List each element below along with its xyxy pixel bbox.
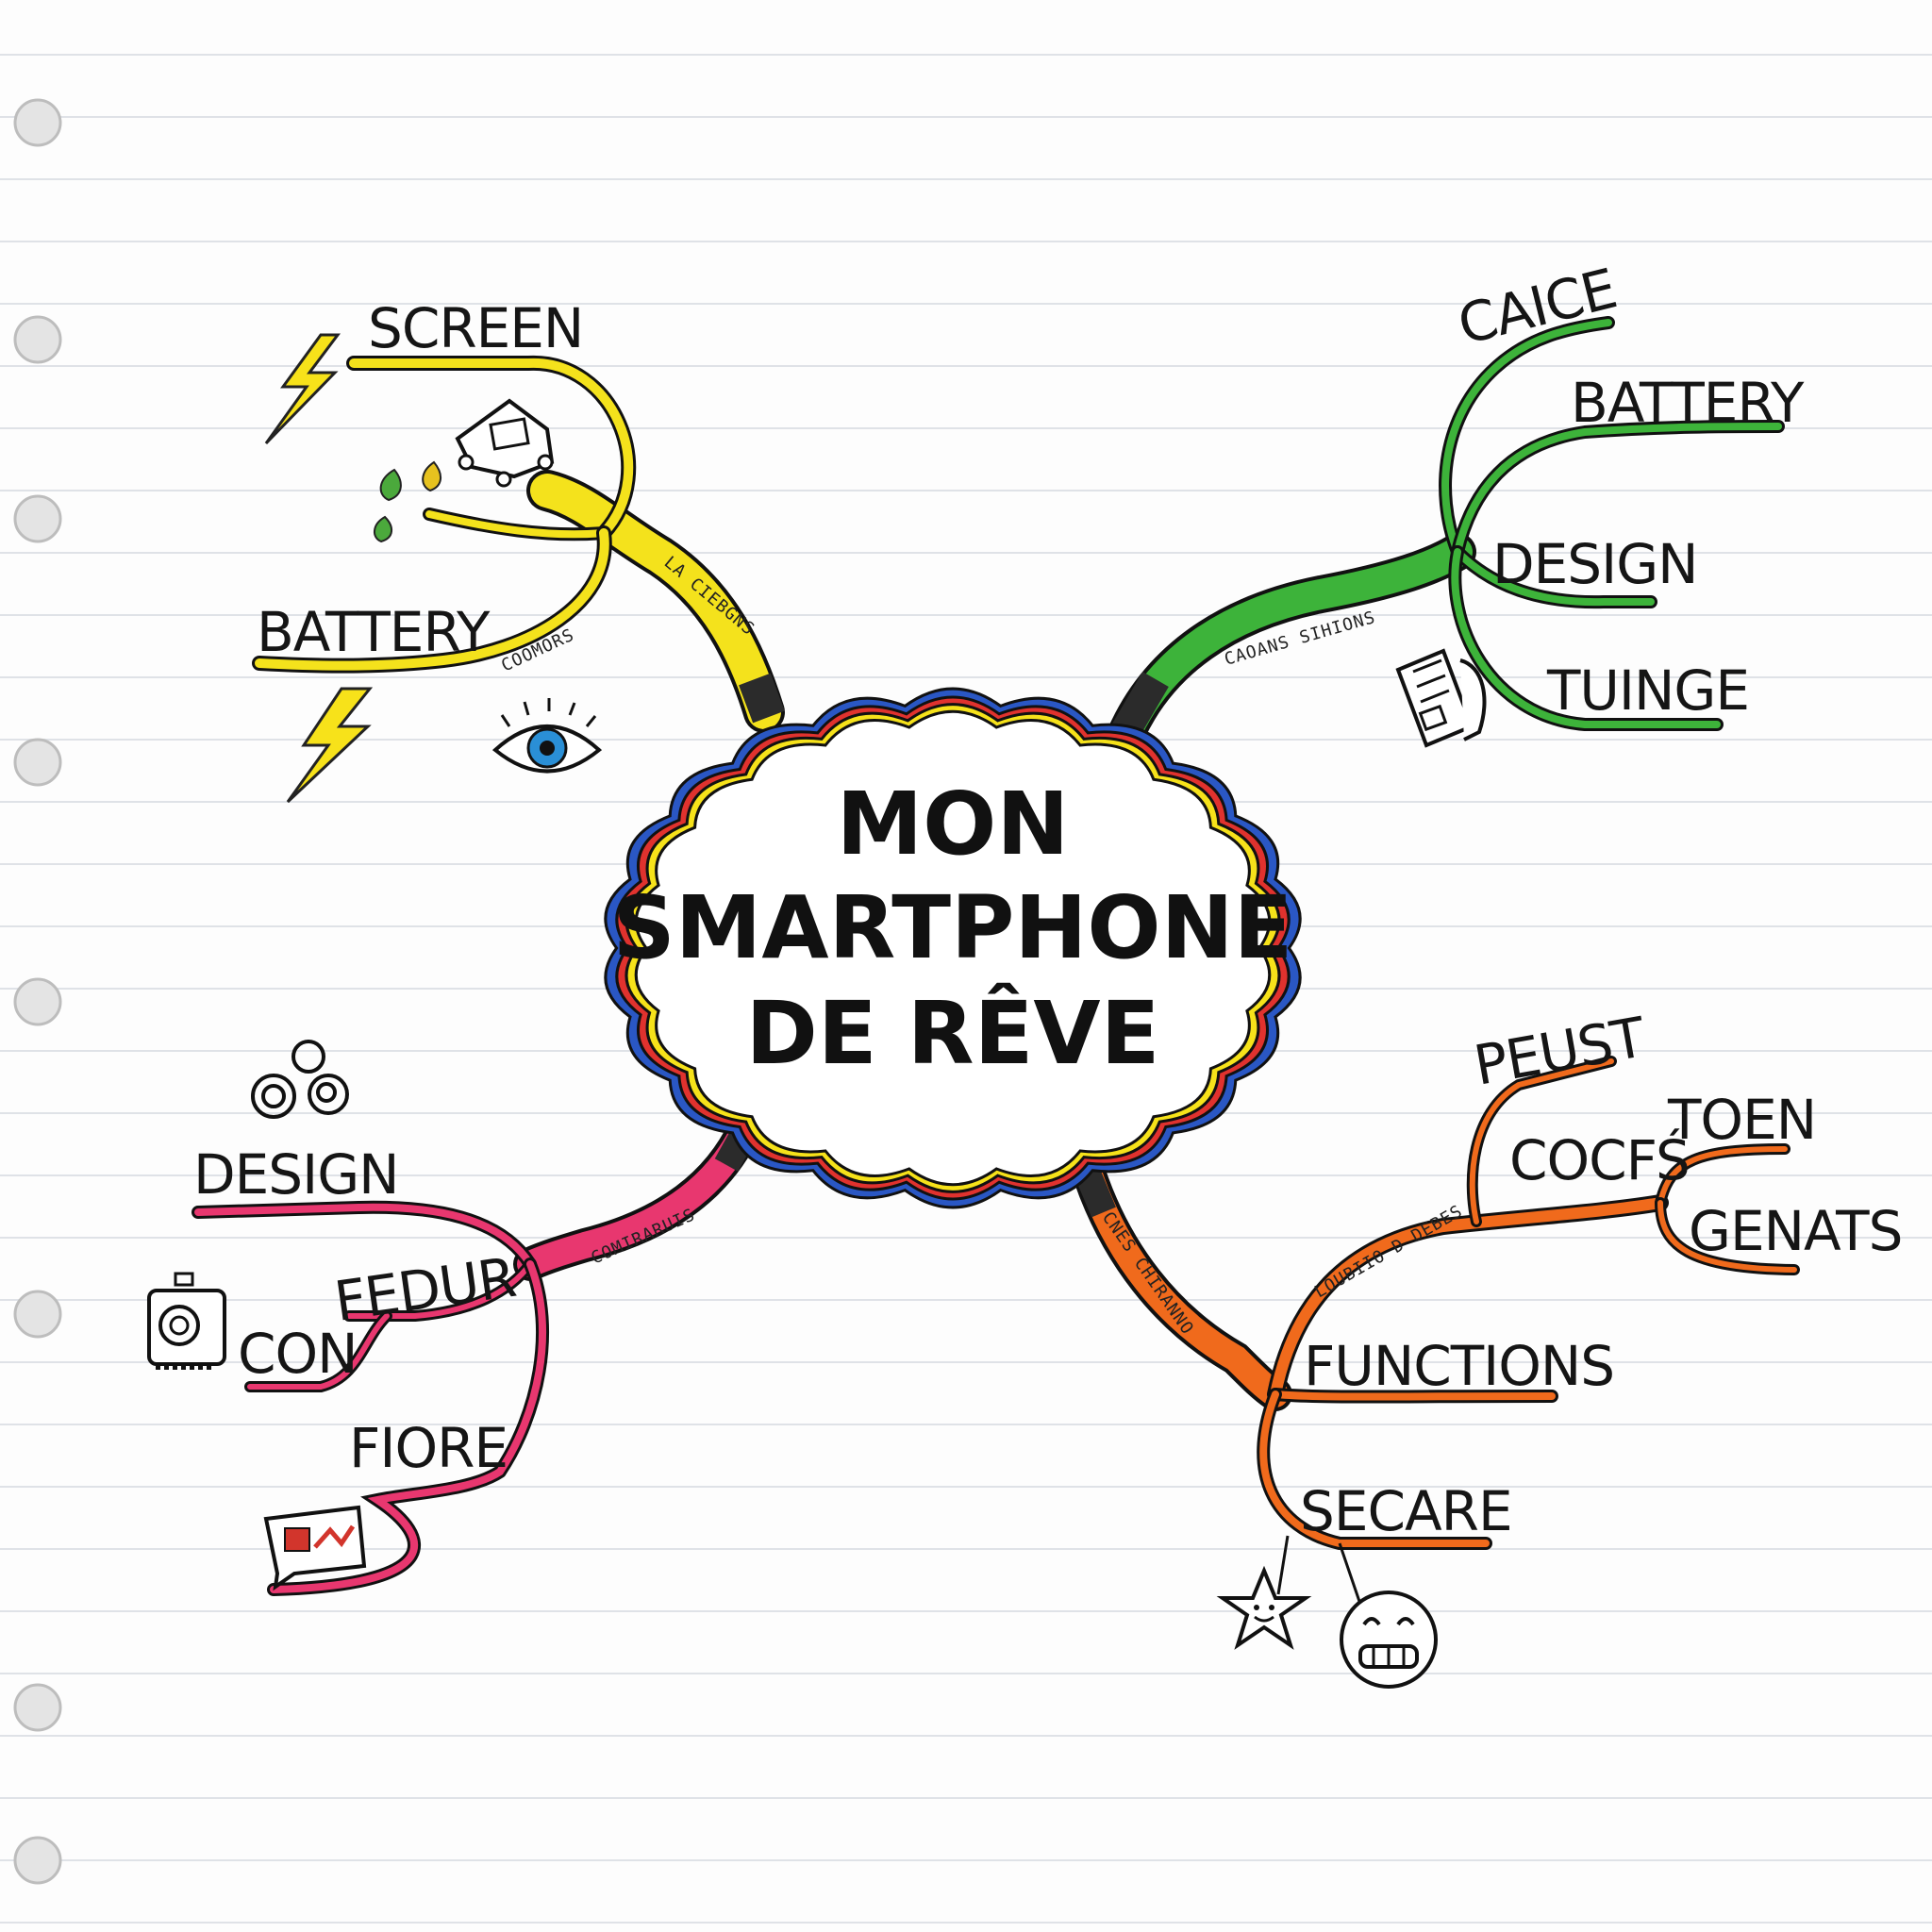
binder-hole [13, 1290, 62, 1339]
binder-hole [13, 738, 62, 787]
lightning-bolt-icon [286, 687, 374, 804]
orange-branch: CNES CHIRANNO LOUBIIO D DEBES PEUST COCF… [1068, 1005, 1903, 1689]
binder-hole [13, 977, 62, 1026]
leaf-fedur: FEDUR [330, 1245, 519, 1334]
orange-sub-label: LOUBIIO D DEBES [1311, 1201, 1466, 1302]
title-line-1: MON [837, 774, 1070, 874]
leaf-secare: SECARE [1300, 1479, 1512, 1543]
hand-document-icon [1395, 648, 1487, 748]
leaf-battery-green: BATTERY [1571, 371, 1805, 435]
leaf-fiore: FIORE [349, 1416, 508, 1480]
central-cloud: MON SMARTPHONE DE RÊVE [604, 687, 1302, 1209]
leaf-design-green: DESIGN [1492, 532, 1698, 596]
leaf-design-pink: DESIGN [193, 1142, 399, 1207]
grinning-face-icon [1340, 1591, 1438, 1689]
title-line-3: DE RÊVE [746, 982, 1160, 1084]
green-branch: CAOANS SIHIONS CAICE BATTERY DESIGN TUIN… [1108, 257, 1806, 750]
yellow-branch: LA CIEBGNS COOMORS SCREEN BATTERY [252, 296, 785, 804]
binder-hole [13, 1683, 62, 1732]
star-face-icon [1216, 1565, 1312, 1650]
binder-holes [13, 98, 62, 1885]
leaf-screen: SCREEN [368, 296, 583, 360]
leaf-cocfs: COCFŚ [1509, 1127, 1690, 1192]
leaf-genats: GENATS [1689, 1199, 1902, 1263]
pink-branch: COMIRARUIS DESIGN FEDUR CON FIORE [147, 1040, 762, 1596]
cloud-layer [634, 709, 1272, 1187]
binder-hole [13, 1836, 62, 1885]
camera-icon [147, 1272, 226, 1370]
leaf-peust: PEUST [1470, 1005, 1651, 1098]
binder-hole [13, 98, 62, 147]
orange-main-label: CNES CHIRANNO [1098, 1208, 1197, 1339]
lightning-bolt-icon [264, 333, 341, 445]
binder-hole [13, 494, 62, 543]
leaf-toen: TOEN [1667, 1088, 1816, 1152]
chat-card-icon [263, 1505, 367, 1591]
eye-icon [491, 698, 603, 774]
leaf-functions: FUNCTIONS [1304, 1334, 1614, 1398]
leaf-tuinge: TUINGE [1546, 658, 1749, 723]
phone-cube-icon [455, 398, 555, 488]
rings-icon [251, 1040, 349, 1119]
binder-hole [13, 315, 62, 364]
leaf-drops-icon [374, 460, 441, 543]
leaf-con: CON [238, 1322, 358, 1386]
title-line-2: SMARTPHONE [613, 877, 1293, 978]
leaf-battery-yellow: BATTERY [257, 600, 491, 664]
